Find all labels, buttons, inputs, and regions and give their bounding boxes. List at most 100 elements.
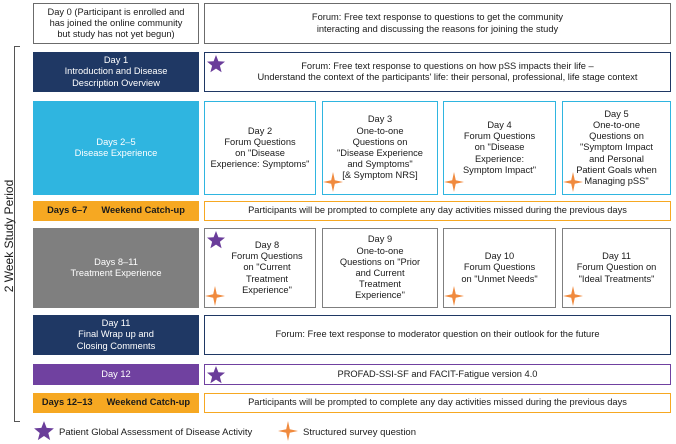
row-days12-13-label: Days 12–13 Weekend Catch-up [33,393,199,413]
activity-text-line: Participants will be prompted to complet… [248,397,627,408]
activity-text-line: on "Disease [474,142,525,153]
row-day12-activity: PROFAD-SSI-SF and FACIT-Fatigue version … [204,364,671,385]
activity-text-line: Questions on [589,131,644,142]
activity-text-line: PROFAD-SSI-SF and FACIT-Fatigue version … [337,368,538,379]
activity-text-line: Forum: Free text response to moderator q… [275,329,600,340]
activity-text-line: Participants will be prompted to complet… [248,205,627,216]
activity-text-line: Forum: Free text response to questions o… [301,60,594,71]
row-days8-11-label-line: Days 8–11 [94,256,138,267]
activity-text-line: interacting and discussing the reasons f… [316,23,559,34]
row-days6-7-activity: Participants will be prompted to complet… [204,201,671,221]
activity-text-line: on "Disease [235,148,285,158]
row-day1-label-line: Introduction and Disease [64,66,168,77]
activity-text-line: and Personal [589,153,644,164]
survey-cross-icon [205,286,225,306]
row-days8-11-label-line: Treatment Experience [70,268,162,278]
survey-cross-icon [444,172,464,192]
row-days2-5-label-line: Disease Experience [74,148,158,158]
row-days12-13-activity: Participants will be prompted to complet… [204,393,671,413]
row-day1-label-line: Description Overview [72,77,160,88]
activity-text-line: Day 5 [604,108,629,119]
activity-text-line: [& Symptom NRS] [342,170,418,181]
row-day0-label: Day 0 (Participant is enrolled and has j… [33,3,199,44]
activity-day2: Day 2 Forum Questions on "Disease Experi… [204,101,316,195]
activity-text-line: Patient Goals when [576,164,657,175]
activity-text-line: Experience: [474,153,525,164]
row-day11-wrapup-label-line: Day 11 [101,318,131,329]
star-icon [207,366,225,384]
activity-text-line: One-to-one [356,125,404,136]
activity-text-line: Day 2 [247,125,273,136]
row-days6-7-label: Days 6–7 Weekend Catch-up [33,201,199,221]
activity-text-line: Forum Questions [231,251,303,262]
activity-day9: Day 9 One-to-one Questions on "Prior and… [322,228,438,308]
activity-day4: Day 4 Forum Questions on "Disease Experi… [443,101,556,195]
activity-text-line: "Symptom Impact [579,142,654,153]
row-day11-wrapup-label-line: Closing Comments [76,340,156,351]
survey-cross-icon [563,172,583,192]
activity-text-line: Day 4 [487,119,512,130]
activity-text-line: Day 11 [602,251,631,262]
row-day11-wrapup-activity: Forum: Free text response to moderator q… [204,315,671,355]
legend-star-label: Patient Global Assessment of Disease Act… [59,427,253,438]
row-day11-wrapup-label-line: Final Wrap up and [78,329,154,340]
row-days6-7-label-line: Days 6–7 [47,205,88,216]
activity-text-line: Forum Questions [224,136,296,147]
row-day1-label: Day 1 Introduction and Disease Descripti… [33,52,199,92]
row-day1-label-line: Day 1 [103,55,129,66]
legend-star-icon [34,421,54,441]
activity-text-line: "Disease Experience [337,148,423,158]
activity-text-line: Treatment [358,279,402,290]
legend-cross-icon [278,421,298,441]
row-day0-activity: Forum: Free text response to questions t… [204,3,671,44]
activity-text-line: One-to-one [592,119,641,130]
row-day0-label-line: has joined the online community [49,17,183,28]
row-day12-label-line: Day 12 [101,368,131,379]
row-day1-activity: Forum: Free text response to questions o… [204,52,671,92]
activity-text-line: Day 10 [484,251,515,262]
survey-cross-icon [444,286,464,306]
activity-text-line: and Current [355,268,405,278]
study-period-bracket [14,46,20,422]
activity-day5: Day 5 One-to-one Questions on "Symptom I… [562,101,671,195]
row-day12-label: Day 12 [33,364,199,385]
survey-cross-icon [323,172,343,192]
row-days6-7-label-line: Weekend Catch-up [101,205,185,216]
activity-text-line: One-to-one [356,245,404,256]
activity-text-line: Questions on [352,136,408,147]
activity-text-line: Forum Questions [463,131,536,142]
activity-day11: Day 11 Forum Question on "Ideal Treatmen… [562,228,671,308]
row-days12-13-label-line: Weekend Catch-up [106,397,191,408]
row-days12-13-label-line: Days 12–13 [41,397,93,408]
legend-cross-label: Structured survey question [303,427,417,438]
row-days2-5-label: Days 2–5 Disease Experience [33,101,199,195]
row-day11-wrapup-label: Day 11 Final Wrap up and Closing Comment… [33,315,199,355]
activity-text-line: Experience" [242,284,292,295]
activity-text-line: Questions on "Prior [339,256,421,267]
activity-text-line: "Ideal Treatments" [578,273,655,284]
activity-day8: Day 8 Forum Questions on "Current Treatm… [204,228,316,308]
row-day0-label-line: but study has not yet begun) [57,29,175,40]
activity-text-line: on "Current [243,262,291,273]
row-day0-label-line: Day 0 (Participant is enrolled and [47,6,185,17]
row-days2-5-label-line: Days 2–5 [96,136,136,147]
study-period-label: 2 Week Study Period [2,179,16,293]
activity-text-line: Managing pSS" [584,176,649,186]
activity-text-line: Understand the context of the participan… [257,72,638,82]
star-icon [207,55,225,73]
star-icon [207,231,225,249]
activity-text-line: Treatment [245,273,289,284]
activity-text-line: Experience: Symptoms" [210,159,310,170]
activity-text-line: Forum Question on [576,262,657,273]
activity-text-line: Symptom Impact" [462,164,537,175]
activity-text-line: Day 8 [254,239,280,250]
activity-text-line: Day 3 [367,114,393,125]
activity-text-line: and Symptoms" [347,159,413,170]
survey-cross-icon [563,286,583,306]
activity-text-line: Day 9 [367,234,393,245]
activity-text-line: Experience" [355,290,405,301]
row-days8-11-label: Days 8–11 Treatment Experience [33,228,199,308]
activity-text-line: on "Unmet Needs" [461,273,538,284]
activity-text-line: Forum: Free text response to questions t… [311,12,564,23]
activity-text-line: Forum Questions [463,262,536,273]
